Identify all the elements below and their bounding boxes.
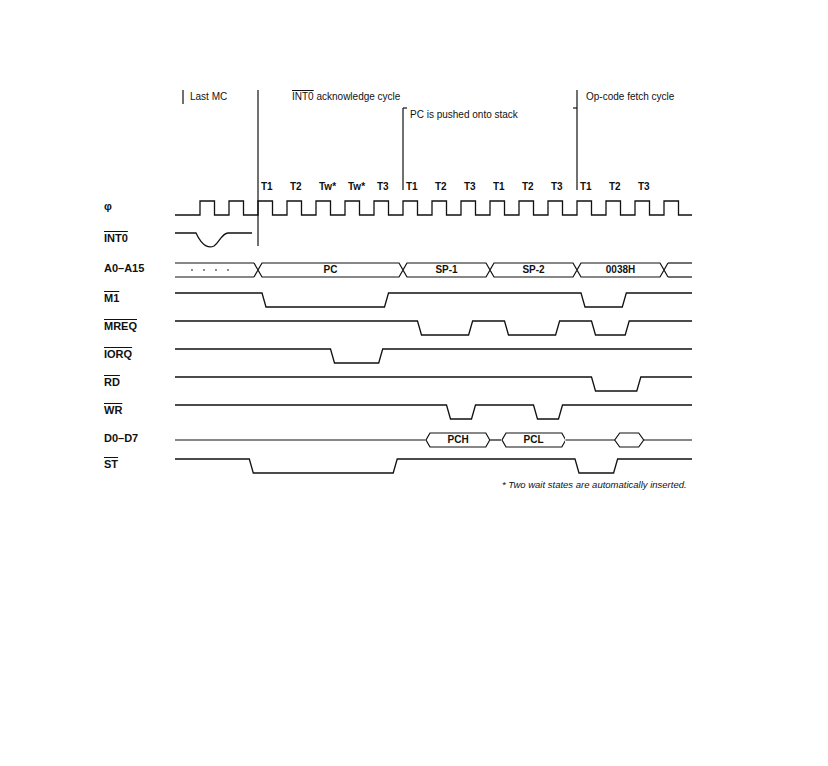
bus-value: PCH: [426, 432, 490, 448]
t-state-label: T1: [406, 182, 418, 192]
signal-name: φ: [104, 201, 112, 212]
cycle-label: INT0 acknowledge cycle: [292, 92, 400, 102]
bus-float: [175, 439, 426, 440]
bus-rail: [175, 276, 254, 277]
t-state-label: T2: [522, 182, 534, 192]
bus-dots: [203, 269, 205, 271]
t-state-label: T1: [493, 182, 505, 192]
signal-name: RD: [104, 377, 120, 388]
bus-float: [644, 439, 692, 440]
t-state-label: T1: [580, 182, 592, 192]
t-state-label: T1: [261, 182, 273, 192]
cycle-label: Last MC: [190, 92, 227, 102]
mreq-waveform: [175, 321, 692, 335]
signal-name: INT0: [104, 233, 128, 244]
wr-waveform: [175, 405, 692, 419]
signal-name: M1: [104, 293, 119, 304]
t-state-label: T3: [638, 182, 650, 192]
bus-float: [490, 439, 502, 440]
signal-name: A0–A15: [104, 263, 144, 274]
bus-rail: [175, 262, 254, 263]
t-state-label: T2: [609, 182, 621, 192]
signal-name: MREQ: [104, 321, 137, 332]
bus-segment: 0038H: [577, 262, 664, 278]
bus-rail: [668, 262, 692, 263]
t-state-label: T3: [377, 182, 389, 192]
bus-hexagon-outline: [577, 263, 664, 277]
cycle-divider: [182, 90, 183, 104]
bus-rail: [254, 270, 258, 277]
bus-value: PCL: [502, 432, 566, 448]
t-state-label: T2: [435, 182, 447, 192]
bus-segment: SP-2: [490, 262, 577, 278]
bus-hexagon-outline: [426, 433, 490, 447]
bus-value: SP-2: [490, 262, 577, 278]
bus-float: [565, 439, 614, 440]
st-waveform: [175, 459, 692, 473]
bus-value: PC: [258, 262, 403, 278]
bus-dots: [227, 269, 229, 271]
bracket-line: [403, 107, 407, 108]
bus-dots: [215, 269, 217, 271]
t-state-label: T2: [290, 182, 302, 192]
t-state-label: T3: [464, 182, 476, 192]
cycle-label: PC is pushed onto stack: [410, 110, 518, 120]
bus-hexagon-outline: [502, 433, 566, 447]
signal-name: D0–D7: [104, 433, 138, 444]
t-state-label: Tw*: [319, 182, 336, 192]
bus-segment: PCH: [426, 432, 490, 448]
t-state-label: Tw*: [348, 182, 365, 192]
bus-segment: PC: [258, 262, 403, 278]
bus-rail: [664, 263, 668, 270]
signal-name: IORQ: [104, 349, 132, 360]
bracket-line: [402, 108, 403, 190]
cycle-divider: [576, 90, 577, 190]
int-waveform: [175, 233, 252, 247]
footnote: * Two wait states are automatically inse…: [502, 480, 687, 490]
clock-waveform: [175, 201, 692, 215]
bus-segment: PCL: [502, 432, 566, 448]
bus-rail: [668, 276, 692, 277]
rd-waveform: [175, 377, 692, 391]
signal-name: WR: [104, 405, 122, 416]
bus-hexagon-outline: [258, 263, 403, 277]
bracket-line: [573, 107, 577, 108]
bus-rail: [254, 263, 258, 270]
bus-dots: [191, 269, 193, 271]
cycle-label: Op-code fetch cycle: [586, 92, 674, 102]
iorq-waveform: [175, 349, 692, 363]
bus-rail: [664, 270, 668, 277]
signal-name: ST: [104, 459, 118, 470]
m1-waveform: [175, 293, 692, 307]
bus-value: 0038H: [577, 262, 664, 278]
bus-data-valid: [615, 433, 644, 447]
bus-value: SP-1: [403, 262, 490, 278]
bus-segment: SP-1: [403, 262, 490, 278]
bus-hexagon-outline: [490, 263, 577, 277]
bus-hexagon-outline: [403, 263, 490, 277]
cycle-divider: [257, 90, 258, 246]
t-state-label: T3: [551, 182, 563, 192]
